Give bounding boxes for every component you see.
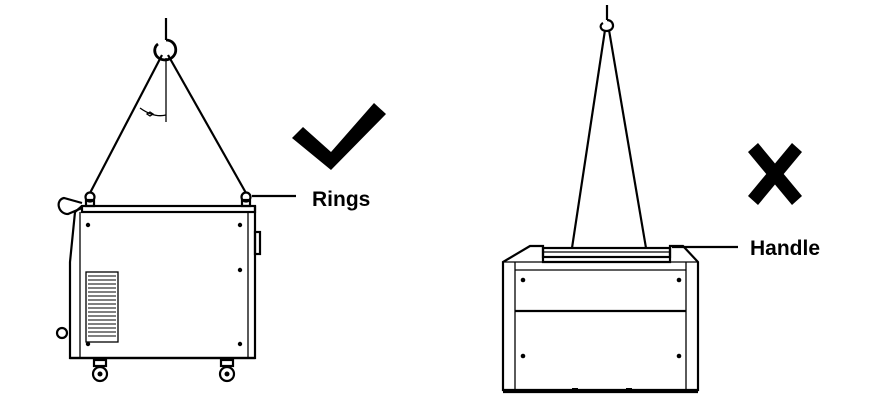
wheel-front	[91, 358, 109, 383]
handle-label: Handle	[750, 237, 820, 260]
incorrect-lifting-figure: Handle	[501, 5, 820, 394]
carry-handle	[541, 246, 672, 259]
handle-slings	[570, 29, 648, 249]
crane-hook-left	[153, 18, 178, 62]
vent-grille	[88, 275, 116, 337]
wheel-rear	[218, 358, 236, 383]
cross-mark-icon	[748, 143, 802, 205]
welding-machine-front	[501, 244, 700, 394]
check-mark-icon	[292, 103, 386, 170]
rings-label: Rings	[312, 188, 370, 211]
crane-hook-right	[599, 5, 615, 33]
correct-lifting-figure: Rings	[55, 18, 386, 383]
lifting-slings	[89, 54, 247, 194]
welding-machine-side	[55, 191, 262, 383]
